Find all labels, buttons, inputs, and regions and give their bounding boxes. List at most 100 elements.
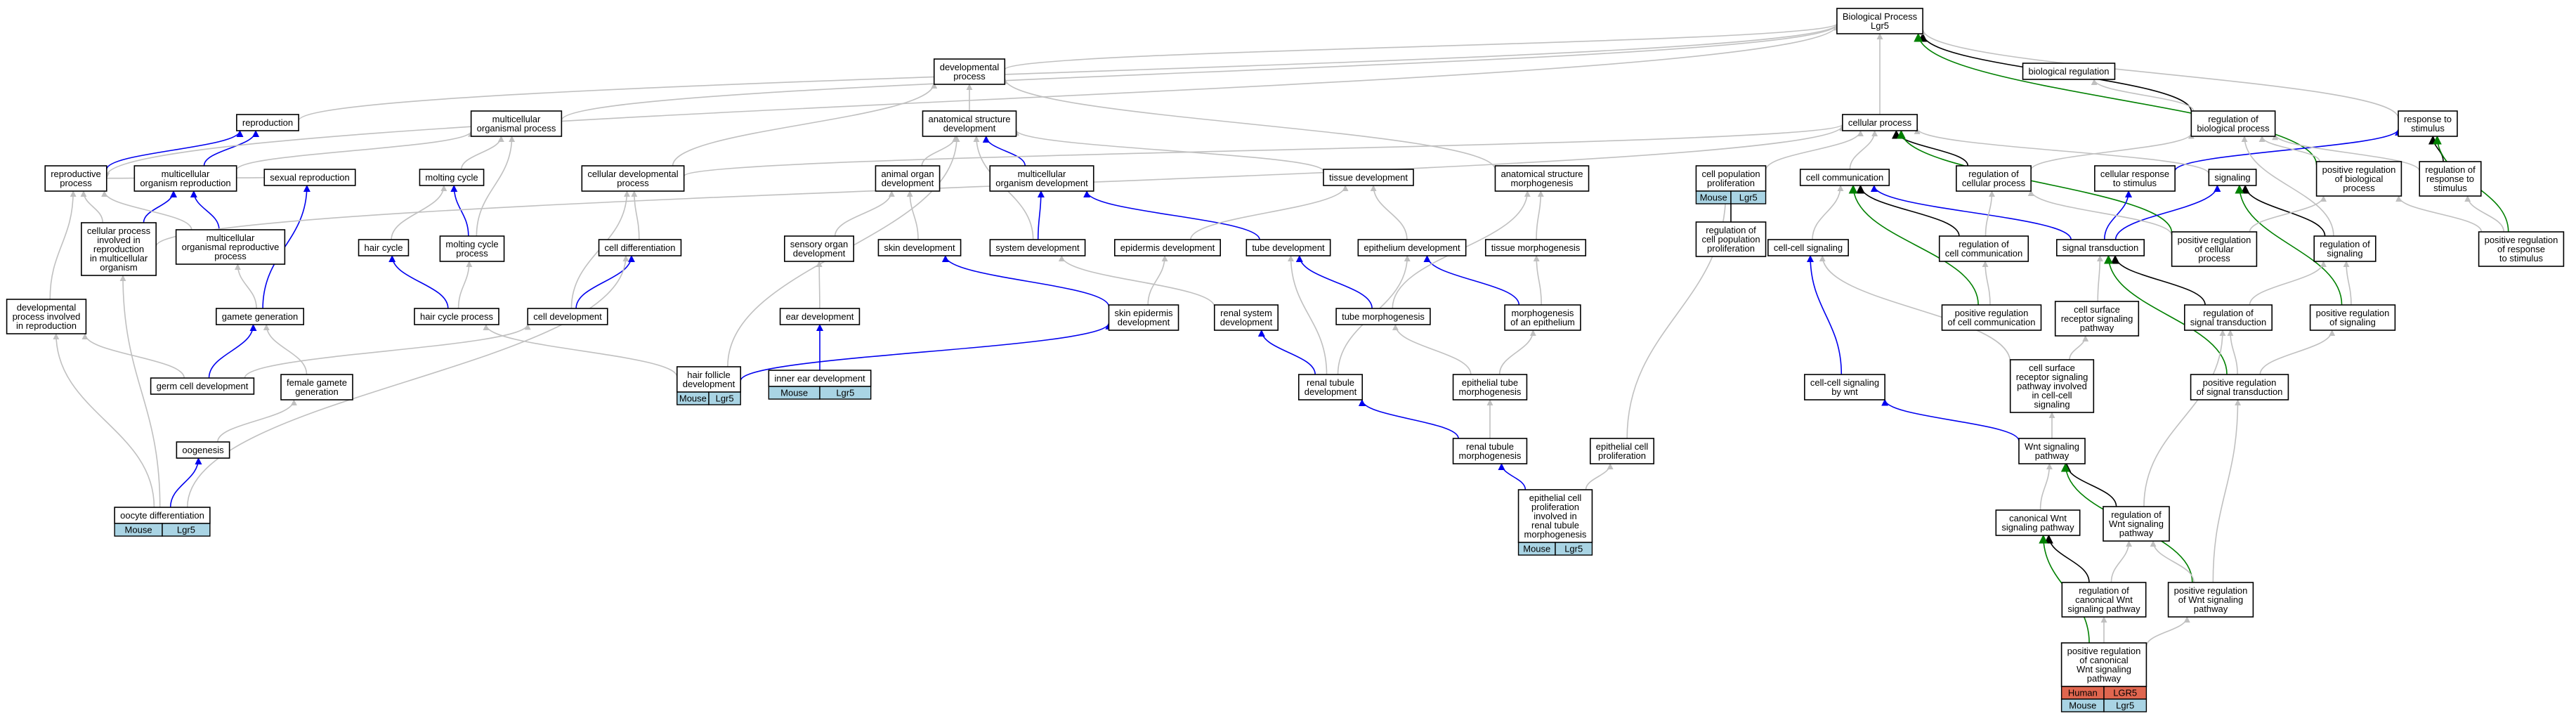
annotation-gene-cell: Lgr5 bbox=[162, 523, 211, 537]
edge-part-of bbox=[1257, 330, 1316, 375]
go-term-label: anatomical structure bbox=[928, 114, 1010, 124]
go-term-node-hairproc[interactable]: hair cycle process bbox=[414, 308, 499, 325]
edge-is-a bbox=[105, 24, 1841, 176]
go-term-label: morphogenesis bbox=[1512, 308, 1574, 318]
go-term-node-celldev[interactable]: cell development bbox=[527, 308, 608, 325]
go-term-node-moltcycle[interactable]: molting cycle bbox=[419, 169, 485, 186]
go-term-box bbox=[2009, 359, 2095, 413]
go-term-label: process bbox=[2343, 183, 2375, 193]
go-term-node-tissuemorph[interactable]: tissue morphogenesis bbox=[1484, 239, 1587, 256]
go-term-box bbox=[175, 229, 286, 265]
go-term-label: process bbox=[617, 178, 649, 188]
go-term-box bbox=[989, 239, 1086, 256]
go-term-node-epithdev[interactable]: epithelium development bbox=[1357, 239, 1467, 256]
go-term-node-epidermis[interactable]: epidermis development bbox=[1113, 239, 1222, 256]
go-term-node-tubedev[interactable]: tube development bbox=[1245, 239, 1331, 256]
edge-is-a bbox=[1982, 261, 1991, 306]
go-term-node-germcell[interactable]: germ cell development bbox=[150, 377, 255, 395]
go-term-node-signaling[interactable]: signaling bbox=[2208, 169, 2257, 186]
go-term-node-sysdev[interactable]: system development bbox=[989, 239, 1086, 256]
go-term-label: in multicellular bbox=[90, 253, 148, 263]
go-term-label: biological process bbox=[2197, 123, 2270, 133]
go-term-node-reproduction[interactable]: reproduction bbox=[236, 114, 299, 131]
go-term-node-tubemorph[interactable]: tube morphogenesis bbox=[1335, 308, 1431, 325]
go-term-node-skindev[interactable]: skin development bbox=[877, 239, 962, 256]
edge-positively-regulates bbox=[1896, 129, 2173, 233]
go-term-label: system development bbox=[995, 242, 1080, 253]
go-term-node-signaltrans[interactable]: signal transduction bbox=[2055, 239, 2145, 256]
go-term-node-eardev[interactable]: ear development bbox=[779, 308, 861, 325]
edge-positively-regulates bbox=[2235, 184, 2343, 306]
go-term-node-cellproc[interactable]: cellular process bbox=[1842, 114, 1918, 131]
go-term-node-sexrepro[interactable]: sexual reproduction bbox=[263, 169, 356, 186]
go-term-label: reproduction bbox=[93, 244, 144, 254]
go-term-node-bioreg[interactable]: biological regulation bbox=[2022, 63, 2116, 80]
go-term-node-gametegen[interactable]: gamete generation bbox=[215, 308, 305, 325]
go-term-label: process bbox=[953, 71, 986, 82]
go-term-box bbox=[1297, 374, 1364, 400]
go-term-node-haircycle[interactable]: hair cycle bbox=[358, 239, 410, 256]
go-term-node-cellcellsig[interactable]: cell-cell signaling bbox=[1767, 239, 1849, 256]
go-term-node-cellcomm[interactable]: cell communication bbox=[1799, 169, 1890, 186]
go-term-node-tissuedev[interactable]: tissue development bbox=[1323, 169, 1414, 186]
go-term-box bbox=[2018, 438, 2086, 464]
edge-is-a bbox=[2030, 132, 2195, 171]
edge-is-a bbox=[1585, 463, 1614, 490]
go-term-node-celldiff[interactable]: cell differentiation bbox=[598, 239, 682, 256]
go-term-label: of response bbox=[2497, 244, 2545, 254]
go-term-node-oogenesis[interactable]: oogenesis bbox=[176, 441, 230, 459]
